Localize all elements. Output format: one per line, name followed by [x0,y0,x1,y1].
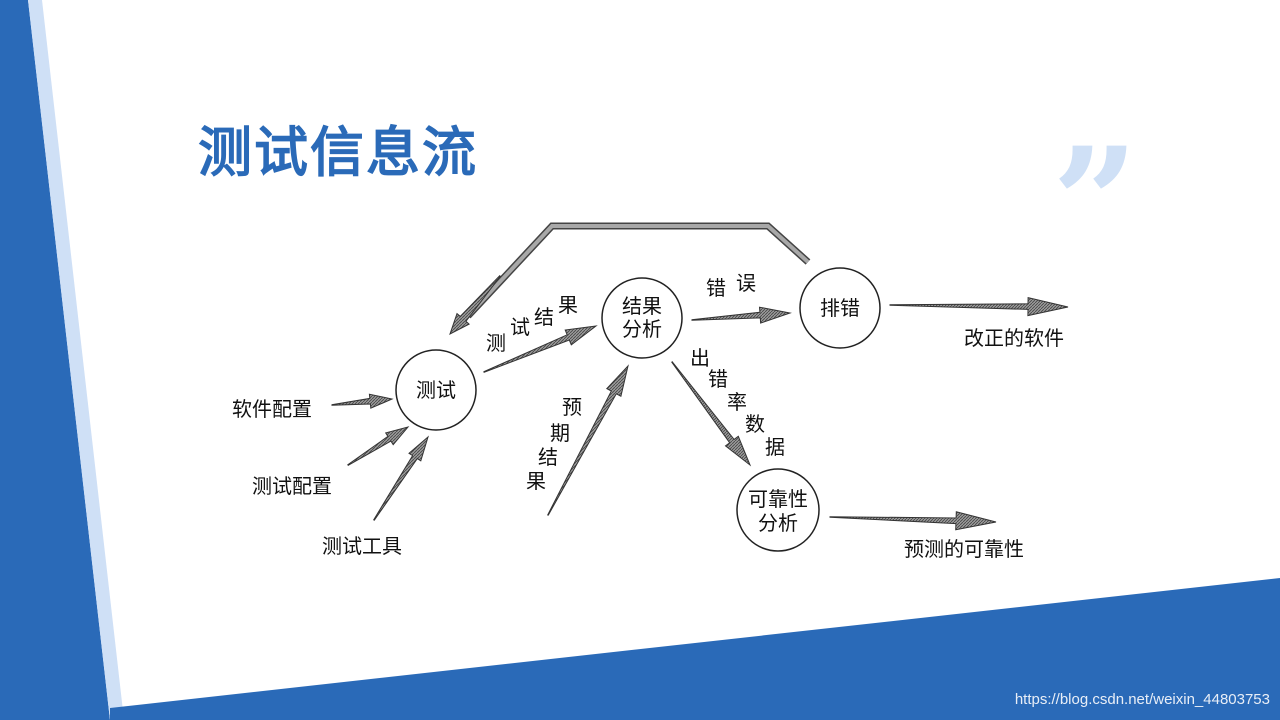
label-error-char-1: 错 [706,276,726,300]
label-error-rate-char-2: 错 [708,367,728,391]
label-test-result-char-2: 试 [510,315,530,339]
input-test-tools: 测试工具 [322,534,402,558]
node-reliability-analysis-label-1: 可靠性 [748,487,808,511]
label-error-rate-char-3: 率 [727,390,747,414]
arrow-error [691,306,792,324]
node-reliability-analysis-label-2: 分析 [758,511,798,535]
arrow-software-config [331,393,394,409]
arrow-predicted-reliability [829,511,997,531]
arrow-corrected-software [889,296,1069,317]
label-error-rate-char-4: 数 [745,412,765,436]
output-predicted-reliability: 预测的可靠性 [904,537,1024,561]
arrow-test-tools [373,435,429,521]
label-expected-result-char-1: 预 [562,395,582,419]
arrow-test-result [483,325,598,373]
node-test [395,349,477,431]
label-test-result-char-4: 果 [558,293,578,317]
node-result-analysis-label-2: 分析 [622,317,662,341]
left-blue-band [0,0,110,720]
node-test-label: 测试 [416,378,456,402]
input-software-config: 软件配置 [232,397,312,421]
input-test-config: 测试配置 [252,474,332,498]
node-result-analysis [601,277,683,359]
label-expected-result-char-2: 期 [550,421,570,445]
node-result-analysis-label-1: 结果 [622,294,662,318]
arrow-expected-result [546,364,629,516]
label-error-rate-char-5: 据 [765,435,785,459]
label-expected-result-char-3: 结 [538,445,558,469]
arrow-error-rate [671,361,752,467]
arrow-feedback-head [449,274,501,336]
output-corrected-software: 改正的软件 [964,326,1064,350]
bottom-blue-band [110,578,1280,720]
arrow-test-config [347,426,410,466]
feedback-path-inner [466,224,810,318]
watermark: https://blog.csdn.net/weixin_44803753 [1014,691,1270,708]
label-error-rate-char-1: 出 [690,346,710,370]
left-light-band [28,0,124,720]
node-debug-label: 排错 [820,296,860,320]
label-test-result-char-3: 结 [534,305,554,329]
quote-mark-icon: ” [1052,115,1139,291]
slide-title: 测试信息流 [198,121,478,184]
label-expected-result-char-4: 果 [526,469,546,493]
arrows-layer [331,274,1069,531]
label-test-result-char-1: 测 [486,331,506,355]
label-error-char-2: 误 [736,271,756,295]
node-debug [799,267,881,349]
node-reliability-analysis [736,468,820,552]
